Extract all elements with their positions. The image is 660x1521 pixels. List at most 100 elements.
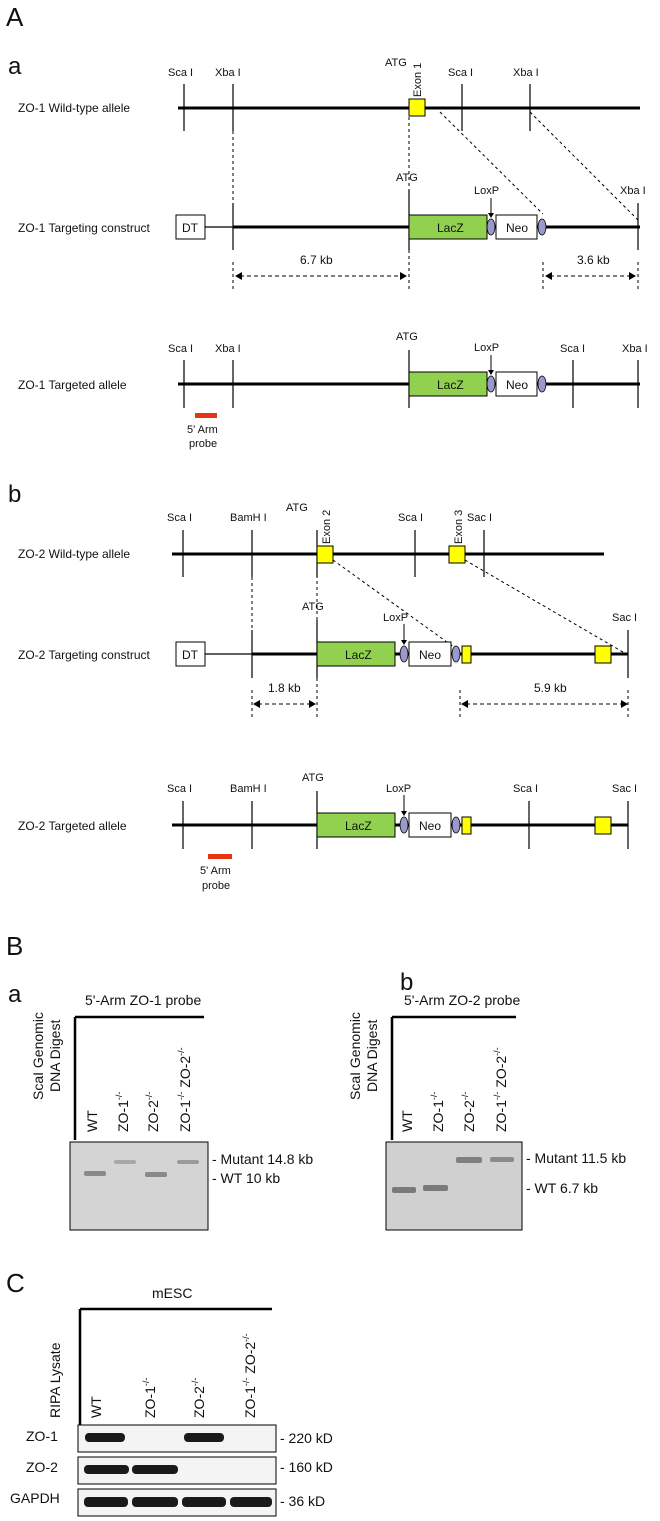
- neo-box: [408, 812, 452, 838]
- scaI-label: Sca I: [448, 67, 473, 79]
- scaI-label: Sca I: [513, 783, 538, 795]
- lacz-label: LacZ: [345, 648, 372, 662]
- kb-6.7-label: 6.7 kb: [300, 253, 333, 267]
- band-wt: [84, 1171, 106, 1176]
- probe-label-1: 5' Arm: [187, 424, 218, 436]
- lacz-box: [408, 214, 488, 240]
- lysate-label: RIPA Lysate: [47, 1342, 63, 1418]
- exon-box: [461, 816, 472, 835]
- band-wt: [145, 1172, 167, 1177]
- probe-label-2: probe: [202, 880, 230, 892]
- mutant-size-label: - Mutant 11.5 kb: [526, 1150, 626, 1166]
- row-label-gapdh: GAPDH: [10, 1490, 60, 1506]
- dt-box: [175, 641, 206, 667]
- southern-blot-zo2: 5'-Arm ZO-2 probe ScaI Genomic DNA Diges…: [347, 992, 626, 1231]
- neo-label: Neo: [506, 221, 528, 235]
- panel-Ab-label: b: [8, 481, 21, 508]
- lacz-box: [316, 641, 396, 667]
- zo1-targeted-allele: ZO-1 Targeted allele LacZ Neo Sca I Xba …: [18, 331, 648, 450]
- xbaI-label: Xba I: [215, 343, 241, 355]
- wt-size-label: - WT 10 kb: [212, 1170, 280, 1186]
- xbaI-label: Xba I: [513, 67, 539, 79]
- band-wt: [423, 1185, 448, 1191]
- neo-box: [495, 371, 538, 397]
- panel-C-label: C: [6, 1268, 25, 1298]
- dt-label: DT: [182, 221, 199, 235]
- exon-box: [461, 645, 472, 664]
- panel-Ba-label: a: [8, 981, 22, 1008]
- atg-label: ATG: [286, 502, 308, 514]
- zo1-targeting-construct: ZO-1 Targeting construct DT LacZ Neo ATG…: [18, 172, 646, 290]
- western-blot: mESC RIPA Lysate WT ZO-1-/- ZO-2-/- ZO-1…: [10, 1285, 333, 1517]
- xbaI-label: Xba I: [215, 67, 241, 79]
- sacI-label: Sac I: [612, 612, 637, 624]
- band-gapdh: [84, 1497, 128, 1507]
- loxp-site: [486, 218, 496, 236]
- loxp-site: [537, 218, 547, 236]
- atg-label: ATG: [396, 331, 418, 343]
- exon3-box: [594, 816, 612, 835]
- bamHI-label: BamH I: [230, 783, 267, 795]
- neo-box: [408, 641, 452, 667]
- scaI-label: Sca I: [168, 343, 193, 355]
- band-mutant: [490, 1157, 514, 1162]
- digest-label-2: DNA Digest: [364, 1020, 380, 1092]
- lacz-label: LacZ: [345, 819, 372, 833]
- loxp-site: [451, 645, 461, 663]
- band-zo2-zo1ko: [132, 1465, 178, 1474]
- zo1-targeted-label: ZO-1 Targeted allele: [18, 378, 127, 392]
- neo-label: Neo: [419, 648, 441, 662]
- zo1-homology-lines: [232, 111, 639, 221]
- zo1-wildtype-allele: ZO-1 Wild-type allele Sca I Xba I ATG Ex…: [18, 57, 640, 131]
- exon3-label: Exon 3: [453, 510, 465, 544]
- zo1-construct-label: ZO-1 Targeting construct: [18, 221, 151, 235]
- southern-blot-zo1: 5'-Arm ZO-1 probe ScaI Genomic DNA Diges…: [30, 992, 313, 1231]
- digest-label-1: ScaI Genomic: [347, 1012, 363, 1100]
- lane-wt: WT: [84, 1110, 100, 1132]
- neo-box: [495, 214, 538, 240]
- neo-label: Neo: [419, 819, 441, 833]
- zo2-homology-lines: [251, 559, 629, 656]
- sacI-label: Sac I: [612, 783, 637, 795]
- blot-membrane: [69, 1141, 209, 1231]
- sacI-label: Sac I: [467, 512, 492, 524]
- loxp-label: LoxP: [383, 612, 408, 624]
- lane-zo1-zo2: ZO-1-/- ZO-2-/-: [176, 1047, 193, 1132]
- lacz-box: [408, 371, 488, 397]
- band-mutant: [456, 1157, 482, 1163]
- panel-A-label: A: [6, 2, 24, 32]
- size-160: - 160 kD: [280, 1459, 333, 1475]
- loxp-site: [399, 645, 409, 663]
- atg-label: ATG: [396, 172, 418, 184]
- loxp-site: [537, 375, 547, 393]
- loxp-site: [486, 375, 496, 393]
- zo1-probe-title: 5'-Arm ZO-1 probe: [85, 992, 201, 1008]
- loxp-label: LoxP: [386, 783, 411, 795]
- exon1-label: Exon 1: [412, 63, 424, 97]
- dt-box: [175, 214, 206, 240]
- loxp-label: LoxP: [474, 342, 499, 354]
- zo2-wt-label: ZO-2 Wild-type allele: [18, 547, 130, 561]
- lane-zo1-zo2: ZO-1-/- ZO-2-/-: [241, 1333, 258, 1418]
- probe-label-2: probe: [189, 438, 217, 450]
- atg-label: ATG: [302, 601, 324, 613]
- scaI-label: Sca I: [167, 512, 192, 524]
- kb-5.9-label: 5.9 kb: [534, 681, 567, 695]
- kb-3.6-label: 3.6 kb: [577, 253, 610, 267]
- band-gapdh: [230, 1497, 272, 1507]
- row-label-zo2: ZO-2: [26, 1459, 58, 1475]
- probe-bar: [195, 413, 217, 418]
- band-gapdh: [182, 1497, 226, 1507]
- panel-Aa-label: a: [8, 53, 22, 80]
- loxp-label: LoxP: [474, 185, 499, 197]
- band-zo1-zo2ko: [184, 1433, 224, 1442]
- band-zo2-wt: [84, 1465, 129, 1474]
- mesc-header: mESC: [152, 1285, 192, 1301]
- band-gapdh: [132, 1497, 178, 1507]
- neo-label: Neo: [506, 378, 528, 392]
- zo1-wt-label: ZO-1 Wild-type allele: [18, 101, 130, 115]
- zo2-wildtype-allele: ZO-2 Wild-type allele Sca I BamH I ATG E…: [18, 502, 604, 577]
- digest-label-2: DNA Digest: [47, 1020, 63, 1092]
- loxp-site: [399, 816, 409, 834]
